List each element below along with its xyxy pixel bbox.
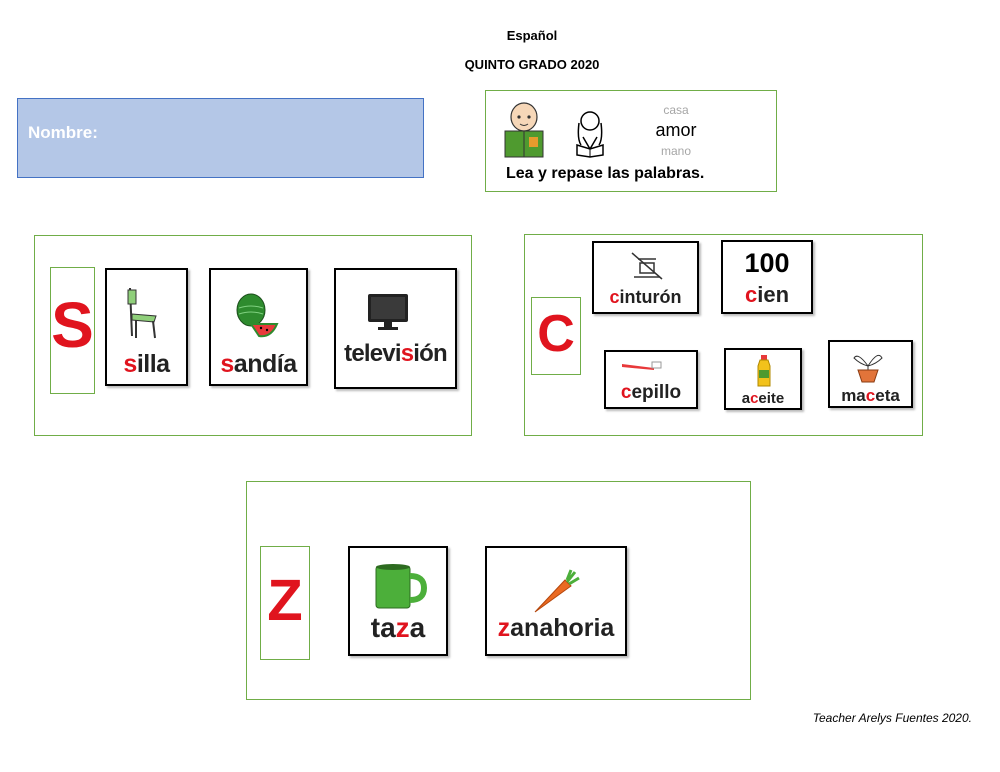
card-zanahoria: zanahoria	[485, 546, 627, 656]
card-silla: silla	[105, 268, 188, 386]
name-label: Nombre:	[28, 123, 98, 142]
instruction-word-top: casa	[663, 103, 689, 117]
letter-z: Z	[267, 568, 303, 633]
chair-icon	[127, 287, 157, 339]
number-100: 100	[744, 248, 790, 278]
name-field[interactable]: Nombre:	[17, 98, 424, 178]
carrot-icon	[534, 569, 580, 613]
card-television: televisión	[334, 268, 457, 389]
student-book-icon	[576, 111, 604, 158]
letter-s: S	[51, 289, 94, 361]
grade-title: QUINTO GRADO 2020	[464, 57, 600, 72]
letter-c-box: C	[531, 297, 581, 375]
word-cinturon: cinturón	[609, 287, 682, 307]
instruction-word-middle: amor	[655, 120, 697, 140]
card-taza: taza	[348, 546, 448, 656]
letter-s-box: S	[50, 267, 95, 394]
word-cien: cien	[744, 282, 790, 307]
word-silla: silla	[123, 350, 170, 378]
letter-c: C	[537, 305, 575, 363]
television-icon	[368, 294, 408, 330]
card-aceite: aceite	[724, 348, 802, 410]
letter-z-box: Z	[260, 546, 310, 660]
mug-icon	[375, 564, 428, 609]
word-taza: taza	[370, 612, 426, 643]
instruction-text: Lea y repase las palabras.	[506, 165, 705, 182]
oil-bottle-icon	[757, 355, 771, 387]
instructions-box: casa amor mano Lea y repase las palabras…	[485, 90, 777, 192]
word-zanahoria: zanahoria	[497, 614, 615, 642]
card-cien: 100 cien	[721, 240, 813, 314]
flowerpot-icon	[853, 354, 883, 383]
word-television: televisión	[344, 340, 448, 367]
seatbelt-icon	[631, 252, 663, 280]
instruction-word-bottom: mano	[660, 144, 692, 158]
subject-title: Español	[506, 28, 558, 43]
word-sandia: sandía	[220, 350, 297, 378]
word-cepillo: cepillo	[620, 382, 682, 403]
watermelon-icon	[236, 293, 279, 338]
card-cepillo: cepillo	[604, 350, 698, 409]
child-reading-icon	[504, 102, 544, 158]
card-cinturon: cinturón	[592, 241, 699, 314]
word-maceta: maceta	[841, 386, 900, 405]
card-maceta: maceta	[828, 340, 913, 408]
word-aceite: aceite	[741, 390, 785, 407]
toothbrush-icon	[622, 361, 662, 370]
footer-credit: Teacher Arelys Fuentes 2020.	[812, 711, 972, 725]
card-sandia: sandía	[209, 268, 308, 386]
